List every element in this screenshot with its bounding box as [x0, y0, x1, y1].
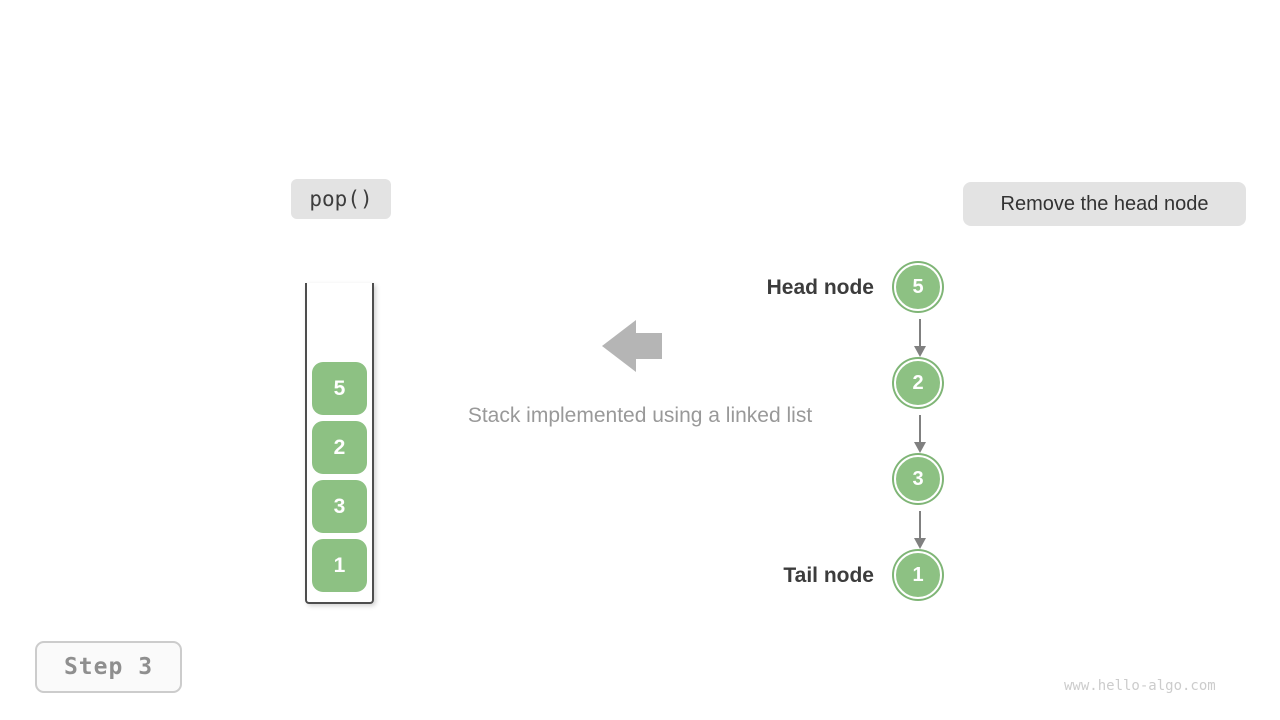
diagram-caption: Stack implemented using a linked list: [467, 404, 813, 427]
left-block-arrow-shaft: [635, 333, 662, 359]
down-arrow-icon: [911, 511, 929, 549]
arrow-line: [919, 511, 921, 539]
stack-item: 1: [312, 539, 367, 592]
tail-node-label: Tail node: [783, 564, 874, 587]
arrow-line: [919, 415, 921, 443]
left-block-arrow-head: [602, 320, 636, 372]
down-arrow-icon: [911, 415, 929, 453]
stack-item: 3: [312, 480, 367, 533]
left-block-arrow-icon: [602, 320, 662, 372]
linked-list-node: 3: [894, 455, 942, 503]
arrow-tip: [914, 538, 926, 549]
arrow-tip: [914, 442, 926, 453]
stack-item: 2: [312, 421, 367, 474]
stack-container: 5 2 3 1: [305, 283, 374, 604]
remove-head-description-label: Remove the head node: [963, 182, 1246, 226]
linked-list-node: 2: [894, 359, 942, 407]
stack-item: 5: [312, 362, 367, 415]
down-arrow-icon: [911, 319, 929, 357]
arrow-tip: [914, 346, 926, 357]
arrow-line: [919, 319, 921, 347]
linked-list-node: 5: [894, 263, 942, 311]
watermark: www.hello-algo.com: [1064, 678, 1216, 694]
linked-list-node: 1: [894, 551, 942, 599]
head-node-label: Head node: [766, 276, 874, 299]
pop-operation-label: pop(): [291, 179, 391, 219]
step-badge: Step 3: [35, 641, 182, 693]
